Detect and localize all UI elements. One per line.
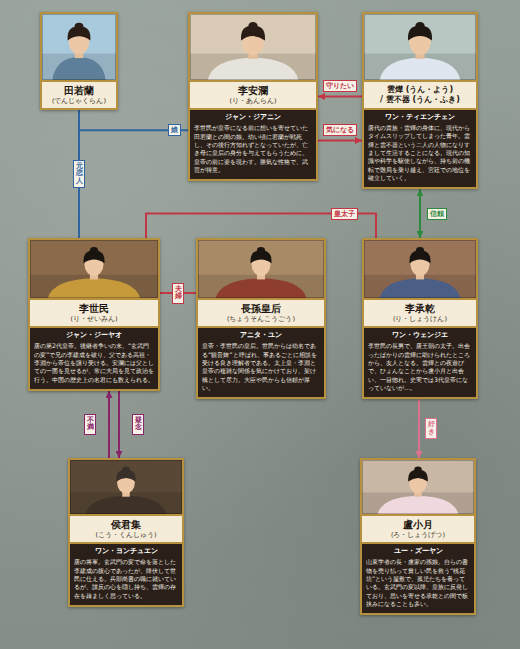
name-plate: 侯君集(こう・くんしゅう)	[70, 514, 182, 542]
portrait-photo	[364, 240, 476, 298]
actor-name: ワン・ティエンチェン	[368, 113, 472, 122]
name-reading: (でんじゃくらん)	[45, 97, 113, 105]
relation-line	[118, 391, 120, 458]
character-description: 唐の第2代皇帝。後継者争いの末、“玄武門の変”で兄の李建成を破り、父である高祖・…	[34, 342, 154, 383]
profile-panel: ジャン・ジーヤオ唐の第2代皇帝。後継者争いの末、“玄武門の変”で兄の李建成を破り…	[30, 326, 158, 389]
name-reading: (ろ・しょうげつ)	[365, 531, 471, 539]
character-card: 田若蘭(でんじゃくらん)	[40, 12, 118, 110]
actor-name: アニタ・ユン	[202, 331, 320, 340]
character-name: 李安瀾	[193, 85, 313, 97]
character-description: 皇帝・李世民の皇后。世民からは幼名である“観音婢”と呼ばれ、事あるごとに相談を受…	[202, 342, 320, 392]
name-plate: 盧小月(ろ・しょうげつ)	[362, 514, 474, 542]
name-reading: (こう・くんしゅう)	[73, 531, 179, 539]
relation-label: 夫婦	[172, 283, 185, 304]
relation-label: 娘	[168, 124, 181, 136]
relation-line	[108, 391, 110, 458]
relation-line	[418, 399, 420, 458]
character-card: 盧小月(ろ・しょうげつ)ユー・ズーヤン山東学者の長・盧家の孫娘。自らの書物を売り…	[360, 458, 476, 615]
character-name: / 雲不器 (うん・ふき)	[367, 95, 473, 105]
actor-name: ワン・ウェンジエ	[368, 331, 472, 340]
character-card: 李世民(り・せいみん)ジャン・ジーヤオ唐の第2代皇帝。後継者争いの末、“玄武門の…	[28, 238, 160, 391]
relation-line	[318, 140, 362, 142]
character-description: 李世民の長男で、唐王朝の太子。出会ったばかりの雲燁に助けられたところから、友人と…	[368, 342, 472, 392]
relation-line	[419, 189, 421, 238]
portrait-photo	[198, 240, 324, 298]
profile-panel: ワン・ウェンジエ李世民の長男で、唐王朝の太子。出会ったばかりの雲燁に助けられたと…	[364, 326, 476, 397]
actor-name: ワン・ヨンチュエン	[74, 547, 178, 556]
profile-panel: アニタ・ユン皇帝・李世民の皇后。世民からは幼名である“観音婢”と呼ばれ、事あるご…	[198, 326, 324, 397]
relation-label: 好き	[425, 418, 438, 439]
profile-panel: ワン・ヨンチュエン唐の将軍。玄武門の変で命を落とした李建成の腹心であったが、降伏…	[70, 542, 182, 605]
name-plate: 李安瀾(り・あんらん)	[190, 80, 316, 108]
character-description: 唐の将軍。玄武門の変で命を落とした李建成の腹心であったが、降伏して世民に仕える。…	[74, 558, 178, 599]
profile-panel: ジャン・ジアニン李世民が皇帝になる前に想いを寄せていた田若蘭との間の娘。幼い頃に…	[190, 108, 316, 179]
character-name: 李世民	[33, 303, 155, 315]
relation-label: 信頼	[427, 208, 447, 220]
profile-panel: ユー・ズーヤン山東学者の長・盧家の孫娘。自らの書物を売り払って貧しい民を救う“桃…	[362, 542, 474, 613]
character-card: 雲燁 (うん・よう)/ 雲不器 (うん・ふき)ワン・ティエンチェン唐代の貴族・雲…	[362, 12, 478, 189]
character-name: 李承乾	[367, 303, 473, 315]
character-name: 田若蘭	[45, 85, 113, 97]
character-name: 盧小月	[365, 519, 471, 531]
character-description: 唐代の貴族・雲燁の身体に、現代からタイムスリップしてしまった青年。雲燁と雲不器と…	[368, 124, 472, 182]
name-plate: 李承乾(り・しょうけん)	[364, 298, 476, 326]
actor-name: ジャン・ジーヤオ	[34, 331, 154, 340]
relation-line	[318, 96, 362, 98]
portrait-photo	[42, 14, 116, 80]
name-plate: 田若蘭(でんじゃくらん)	[42, 80, 116, 108]
portrait-photo	[70, 460, 182, 514]
relation-label: 皇太子	[331, 208, 358, 220]
actor-name: ユー・ズーヤン	[366, 547, 470, 556]
character-card: 侯君集(こう・くんしゅう)ワン・ヨンチュエン唐の将軍。玄武門の変で命を落とした李…	[68, 458, 184, 607]
portrait-photo	[364, 14, 476, 80]
character-name: 長孫皇后	[201, 303, 321, 315]
character-name: 侯君集	[73, 519, 179, 531]
name-reading: (り・あんらん)	[193, 97, 313, 105]
relation-label: 元恋人	[73, 160, 86, 188]
name-reading: (ちょうそんこうごう)	[201, 315, 321, 323]
character-description: 山東学者の長・盧家の孫娘。自らの書物を売り払って貧しい民を救う“桃花坊”という屋…	[366, 558, 470, 608]
name-reading: (り・せいみん)	[33, 315, 155, 323]
character-card: 李安瀾(り・あんらん)ジャン・ジアニン李世民が皇帝になる前に想いを寄せていた田若…	[188, 12, 318, 181]
character-name: 雲燁 (うん・よう)	[367, 85, 473, 95]
portrait-photo	[190, 14, 316, 80]
character-description: 李世民が皇帝になる前に想いを寄せていた田若蘭との間の娘。幼い頃に若蘭が戦死し、そ…	[194, 124, 312, 174]
actor-name: ジャン・ジアニン	[194, 113, 312, 122]
name-plate: 李世民(り・せいみん)	[30, 298, 158, 326]
relation-label: 気になる	[323, 124, 357, 136]
character-card: 長孫皇后(ちょうそんこうごう)アニタ・ユン皇帝・李世民の皇后。世民からは幼名であ…	[196, 238, 326, 399]
name-plate: 雲燁 (うん・よう)/ 雲不器 (うん・ふき)	[364, 80, 476, 108]
portrait-photo	[30, 240, 158, 298]
relation-label: 不満	[84, 414, 97, 435]
relation-label: 守りたい	[323, 80, 357, 92]
relation-label: 疑念	[132, 414, 145, 435]
profile-panel: ワン・ティエンチェン唐代の貴族・雲燁の身体に、現代からタイムスリップしてしまった…	[364, 108, 476, 187]
portrait-photo	[362, 460, 474, 514]
character-card: 李承乾(り・しょうけん)ワン・ウェンジエ李世民の長男で、唐王朝の太子。出会ったば…	[362, 238, 478, 399]
name-plate: 長孫皇后(ちょうそんこうごう)	[198, 298, 324, 326]
name-reading: (り・しょうけん)	[367, 315, 473, 323]
